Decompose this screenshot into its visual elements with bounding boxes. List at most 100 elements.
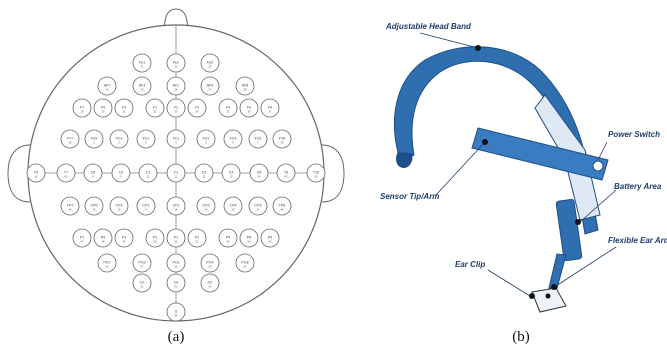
- label-ear-clip: Ear Clip: [455, 260, 485, 269]
- electrode-name: Oz: [174, 280, 179, 284]
- electrode-circle: [166, 302, 186, 322]
- caption-a: (a): [168, 329, 185, 345]
- electrode-number: 43: [315, 175, 318, 179]
- electrode-number: 58: [175, 265, 178, 269]
- electrode-circle: [200, 253, 220, 273]
- electrode-circle: [132, 253, 152, 273]
- electrode-name: O1: [140, 280, 145, 284]
- electrode-name: PO8: [241, 260, 248, 264]
- electrode-number: 15: [93, 208, 96, 212]
- electrode-name: P5: [101, 235, 105, 239]
- headset-panel: Adjustable Head Band Power Switch Sensor…: [380, 22, 667, 345]
- electrode-number: 28: [244, 88, 247, 92]
- label-battery-area: Battery Area: [614, 182, 662, 191]
- electrode-name: Pz: [174, 235, 178, 239]
- caption-b: (b): [512, 329, 530, 345]
- electrode-name: O2: [208, 280, 213, 284]
- electrode-circle: [60, 196, 80, 216]
- electrode-circle: [260, 98, 280, 118]
- electrode-name: CP6: [255, 203, 262, 207]
- electrode-circle: [60, 129, 80, 149]
- electrode-circle: [221, 163, 241, 183]
- electrode-name: F1: [153, 105, 157, 109]
- electrode-circle: [248, 196, 268, 216]
- electrode-number: 38: [69, 141, 72, 145]
- electrode-name: Cz: [174, 170, 179, 174]
- electrode-circle: [196, 196, 216, 216]
- electrode-name: C6: [257, 170, 262, 174]
- electrode-layer: Fp121Fpz22Fp223AF724AF325AFz26AF427AF828…: [26, 53, 326, 322]
- electrode-number: 36: [248, 110, 251, 114]
- electrode-name: F7: [80, 105, 84, 109]
- electrode-number: 33: [175, 110, 178, 114]
- label-sensor-tip: Sensor Tip/Arm: [380, 192, 439, 201]
- electrode-name: F3: [122, 105, 126, 109]
- electrode-name: AFz: [173, 83, 180, 87]
- electrode-number: 30: [102, 110, 105, 114]
- electrode-name: CPz: [173, 203, 180, 207]
- electrode-circle: [84, 196, 104, 216]
- electrode-number: 14: [258, 175, 261, 179]
- electrode-name: P3: [122, 235, 126, 239]
- electrode-circle: [138, 163, 158, 183]
- callouts: [419, 32, 617, 297]
- electrode-circle: [239, 98, 259, 118]
- electrode-number: 47: [81, 240, 84, 244]
- electrode-number: 4: [175, 141, 177, 145]
- electrode-number: 17: [145, 208, 148, 212]
- electrode-number: 56: [106, 265, 109, 269]
- electrode-name: C3: [119, 170, 124, 174]
- electrode-circle: [166, 196, 186, 216]
- head-right-ear: [321, 144, 345, 203]
- electrode-circle: [200, 76, 220, 96]
- electrode-circle: [306, 163, 326, 183]
- electrode-name: Fpz: [173, 60, 179, 64]
- electrode-number: 18: [175, 208, 178, 212]
- electrode-circle: [166, 53, 186, 73]
- electrode-number: 37: [269, 110, 272, 114]
- electrode-name: CP2: [203, 203, 210, 207]
- electrode-name: POz: [173, 260, 180, 264]
- electrode-name: Fp2: [207, 60, 213, 64]
- power-switch-icon: [592, 160, 604, 172]
- electrode-circle: [235, 76, 255, 96]
- sensor-arm: [471, 127, 609, 181]
- electrode-name: C1: [146, 170, 151, 174]
- electrode-number: 64: [175, 314, 178, 318]
- electrode-circle: [145, 228, 165, 248]
- electrode-name: T10: [313, 170, 319, 174]
- electrode-name: FT8: [279, 136, 285, 140]
- label-head-band: Adjustable Head Band: [385, 22, 472, 31]
- electrode-number: 16: [118, 208, 121, 212]
- electrode-name: F2: [195, 105, 199, 109]
- electrode-number: 27: [209, 88, 212, 92]
- electrode-name: P7: [80, 235, 84, 239]
- electrode-number: 24: [106, 88, 109, 92]
- electrode-number: 46: [281, 208, 284, 212]
- electrode-number: 50: [154, 240, 157, 244]
- electrode-name: FC5: [91, 136, 98, 140]
- electrode-number: 49: [123, 240, 126, 244]
- electrode-number: 57: [141, 265, 144, 269]
- electrode-circle: [166, 273, 186, 293]
- flexible-ear-arm: [547, 253, 567, 293]
- electrode-number: 1: [93, 141, 95, 145]
